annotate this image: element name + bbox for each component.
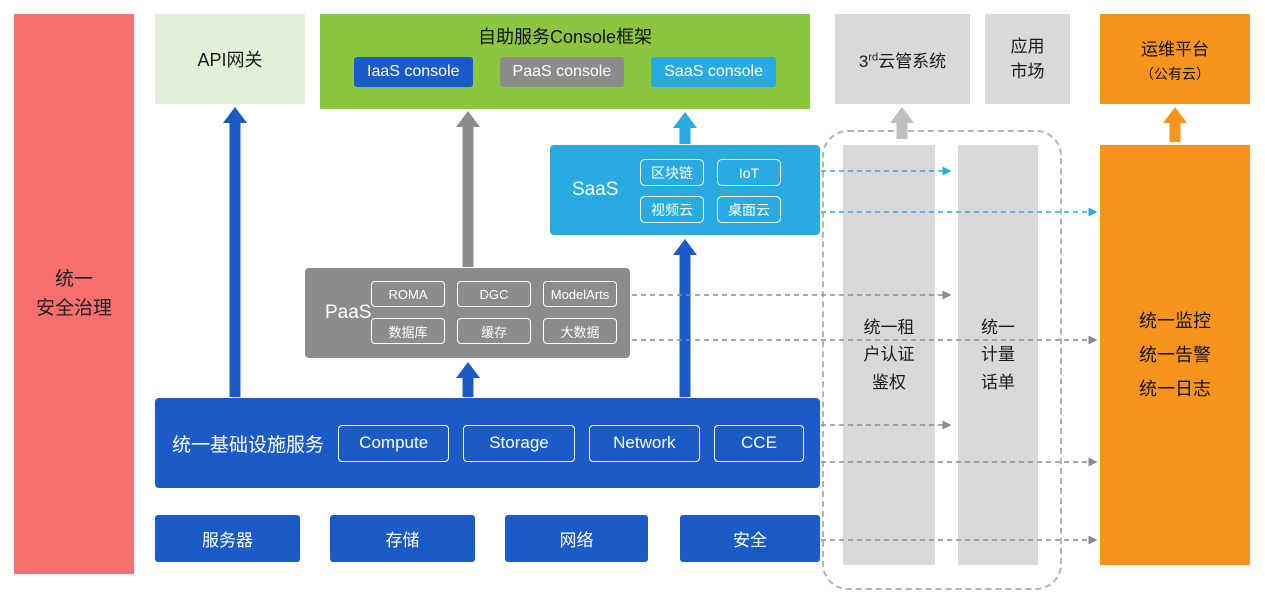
saas-chip-blockchain: 区块链 <box>640 159 704 186</box>
network-box: 网络 <box>505 515 648 562</box>
paas-chip-dgc: DGC <box>457 281 531 307</box>
console-chip-row: IaaS console PaaS console SaaS console <box>354 57 776 87</box>
arrow-paas-to-console <box>456 111 480 267</box>
tenant-services-dashed-group <box>822 130 1062 590</box>
third-party-ordinal-suffix: rd <box>868 50 879 63</box>
arrow-infra-to-paas <box>456 362 480 397</box>
saas-chip-desktop-cloud: 桌面云 <box>717 196 781 223</box>
paas-chip-roma: ROMA <box>371 281 445 307</box>
paas-layer-label: PaaS <box>325 302 372 323</box>
third-party-text: 云管系统 <box>878 51 947 71</box>
app-market-label: 应用 市场 <box>1010 36 1045 82</box>
arrow-infra-to-saas <box>673 239 697 397</box>
metering-billing-bar: 统一 计量 话单 <box>958 145 1038 565</box>
api-gateway-label: API网关 <box>197 50 263 70</box>
arrow-monitor-to-om-platform <box>1163 107 1187 142</box>
iaas-console-chip: IaaS console <box>354 57 473 87</box>
console-frame-title: 自助服务Console框架 <box>477 27 653 47</box>
tenant-auth-label: 统一租 户认证 鉴权 <box>863 318 915 392</box>
server-box: 服务器 <box>155 515 300 562</box>
monitor-alarm-log-box: 统一监控 统一告警 统一日志 <box>1100 145 1250 565</box>
monitor-alarm-log-label: 统一监控 统一告警 统一日志 <box>1139 310 1211 400</box>
paas-chip-bigdata: 大数据 <box>543 318 617 344</box>
infra-chip-compute: Compute <box>338 424 450 462</box>
saas-layer-box: SaaS 区块链 IoT 视频云 桌面云 <box>550 145 820 235</box>
saas-chip-grid: 区块链 IoT 视频云 桌面云 <box>640 159 812 223</box>
security-box: 安全 <box>680 515 820 562</box>
infra-chip-storage: Storage <box>463 424 575 462</box>
storage-box: 存储 <box>330 515 475 562</box>
infrastructure-service-label: 统一基础设施服务 <box>172 434 325 456</box>
saas-layer-label: SaaS <box>572 179 619 200</box>
infra-chip-network: Network <box>588 424 700 462</box>
paas-console-chip: PaaS console <box>499 57 625 87</box>
om-platform-box: 运维平台 （公有云） <box>1100 14 1250 104</box>
api-gateway-box: API网关 <box>155 14 305 104</box>
paas-chip-cache: 缓存 <box>457 318 531 344</box>
paas-chip-grid: ROMA DGC ModelArts 数据库 缓存 大数据 <box>371 281 617 344</box>
security-governance-bar: 统一 安全治理 <box>14 14 134 574</box>
infra-chip-cce: CCE <box>713 424 804 462</box>
om-platform-sublabel: （公有云） <box>1140 65 1210 82</box>
console-frame-box: 自助服务Console框架 IaaS console PaaS console … <box>320 14 810 109</box>
arrow-saas-to-console <box>673 112 697 144</box>
paas-chip-modelarts: ModelArts <box>543 281 617 307</box>
saas-chip-video-cloud: 视频云 <box>640 196 704 223</box>
arrow-infra-to-api-gateway <box>223 107 247 397</box>
infrastructure-chip-row: Compute Storage Network CCE <box>338 398 804 488</box>
saas-console-chip: SaaS console <box>651 57 776 87</box>
security-governance-label: 统一 安全治理 <box>35 268 112 319</box>
metering-billing-label: 统一 计量 话单 <box>981 318 1015 392</box>
om-platform-label: 运维平台 <box>1141 39 1209 59</box>
app-market-box: 应用 市场 <box>985 14 1070 104</box>
tenant-auth-bar: 统一租 户认证 鉴权 <box>843 145 935 565</box>
third-party-cloud-mgmt-label: 3rd云管系统 <box>859 47 946 72</box>
third-party-cloud-mgmt-box: 3rd云管系统 <box>835 14 970 104</box>
third-party-number: 3 <box>858 51 869 71</box>
paas-layer-box: PaaS ROMA DGC ModelArts 数据库 缓存 大数据 <box>305 268 630 358</box>
saas-chip-iot: IoT <box>717 159 781 186</box>
paas-chip-database: 数据库 <box>371 318 445 344</box>
infrastructure-service-box: 统一基础设施服务 Compute Storage Network CCE <box>155 398 820 488</box>
